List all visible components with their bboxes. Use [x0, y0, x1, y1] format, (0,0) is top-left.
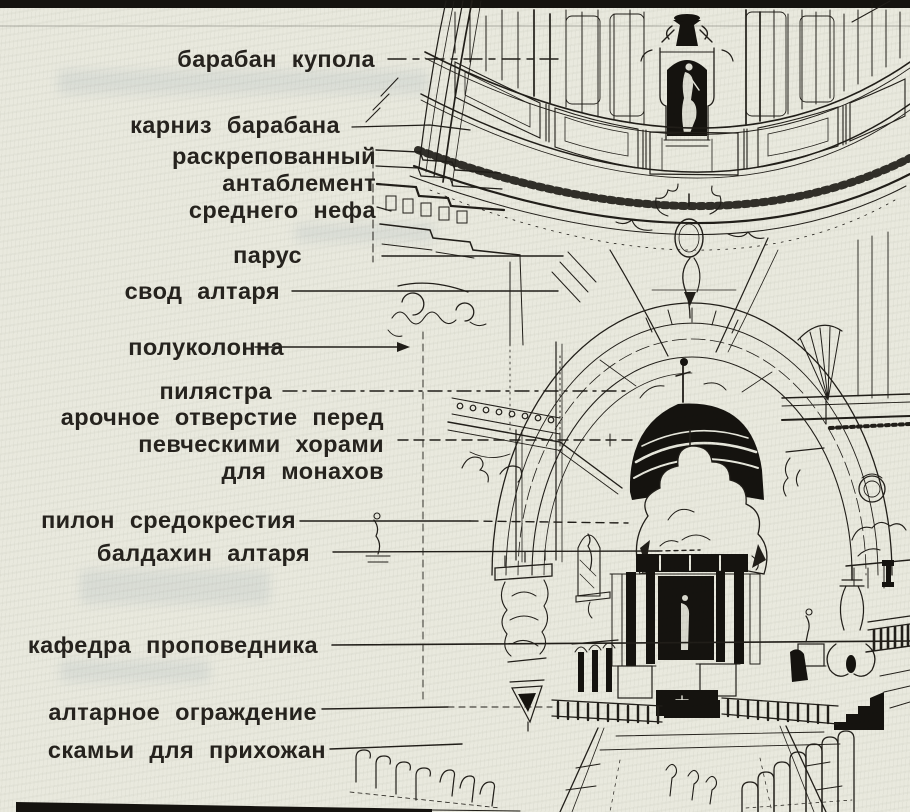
crossing-pier-lines	[365, 331, 561, 701]
chancel-steps	[559, 725, 843, 812]
pews-left	[349, 749, 718, 809]
pulpit	[494, 549, 553, 732]
label-altar-rail: алтарное ограждение	[48, 699, 317, 725]
pews-right	[741, 730, 855, 812]
label-crossing-pier: пилон средокрестия	[41, 507, 296, 533]
page-showthrough-smudge	[60, 660, 210, 682]
right-statues	[790, 560, 910, 730]
projecting-entablature	[372, 147, 524, 346]
drum-cornice	[409, 146, 910, 251]
drum-niche-statue	[640, 14, 734, 147]
page-showthrough-smudge	[295, 224, 435, 242]
label-pews: скамьи для прихожан	[47, 737, 326, 763]
horizon-line	[331, 640, 910, 646]
label-projecting-entablature: раскрепованный антаблемент среднего нефа	[172, 143, 376, 223]
label-pilaster: пилястра	[159, 378, 272, 404]
label-altar-baldachin: балдахин алтаря	[96, 540, 310, 566]
label-arched-opening: арочное отверстие перед певческими хорам…	[60, 404, 384, 484]
altar-railing	[551, 697, 839, 725]
page-showthrough-smudge	[58, 70, 428, 94]
pendentive-cartouche	[551, 183, 779, 357]
leader-lines	[254, 58, 701, 750]
label-altar-vault: свод алтаря	[124, 278, 280, 304]
drum-balustrade	[420, 51, 910, 179]
label-pendentive: парус	[233, 242, 302, 268]
label-pulpit: кафедра проповедника	[27, 632, 318, 658]
nave-vault-arcs	[365, 0, 482, 187]
singers-gallery	[447, 341, 623, 692]
right-pier	[781, 231, 910, 589]
baldachin-pediment	[635, 429, 768, 575]
label-half-column: полуколонна	[128, 334, 284, 360]
label-drum-cornice: карниз барабана	[130, 112, 340, 138]
dome-drum	[454, 9, 901, 126]
label-dome-drum: барабан купола	[177, 46, 375, 72]
page-showthrough-smudge	[80, 570, 270, 604]
bottom-ink-bar	[16, 802, 521, 812]
